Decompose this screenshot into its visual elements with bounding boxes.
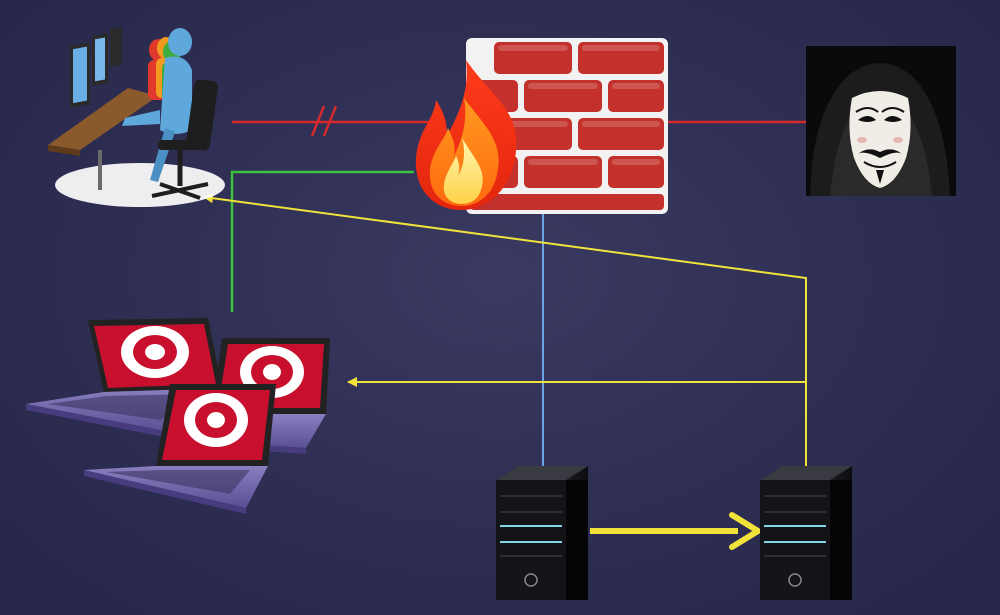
hacker-mask-icon [806, 46, 956, 196]
server-tower-icon [496, 466, 588, 600]
people-at-computers-icon [48, 26, 225, 207]
yellow-link-server-team [203, 193, 807, 470]
brick-firewall-icon [415, 38, 668, 214]
green-link-firewall-laptops [230, 170, 414, 312]
laptop-icon [84, 384, 276, 514]
connections [203, 105, 807, 550]
laptop-icon [26, 318, 222, 438]
laptops-group [26, 318, 330, 514]
server-tower-icon [760, 466, 852, 600]
break-marker [310, 105, 338, 137]
fire-icon [415, 60, 517, 210]
yellow-thick-arrow [590, 512, 761, 550]
